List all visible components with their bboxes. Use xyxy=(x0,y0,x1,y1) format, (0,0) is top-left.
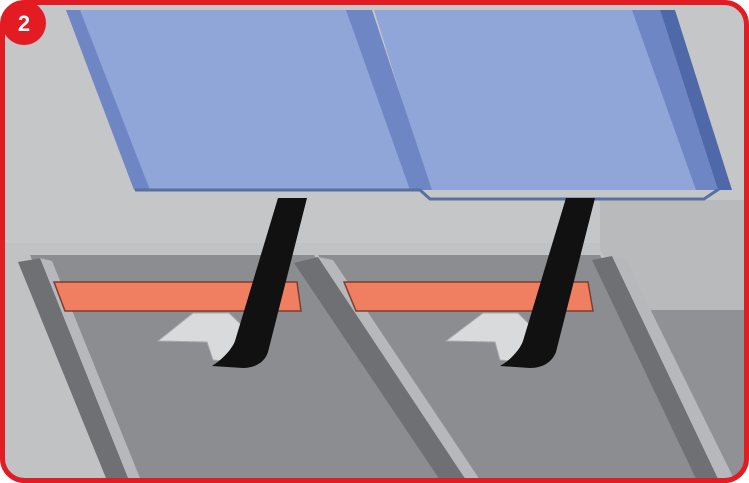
step-badge: 2 xyxy=(2,1,46,45)
step-number: 2 xyxy=(18,11,30,36)
